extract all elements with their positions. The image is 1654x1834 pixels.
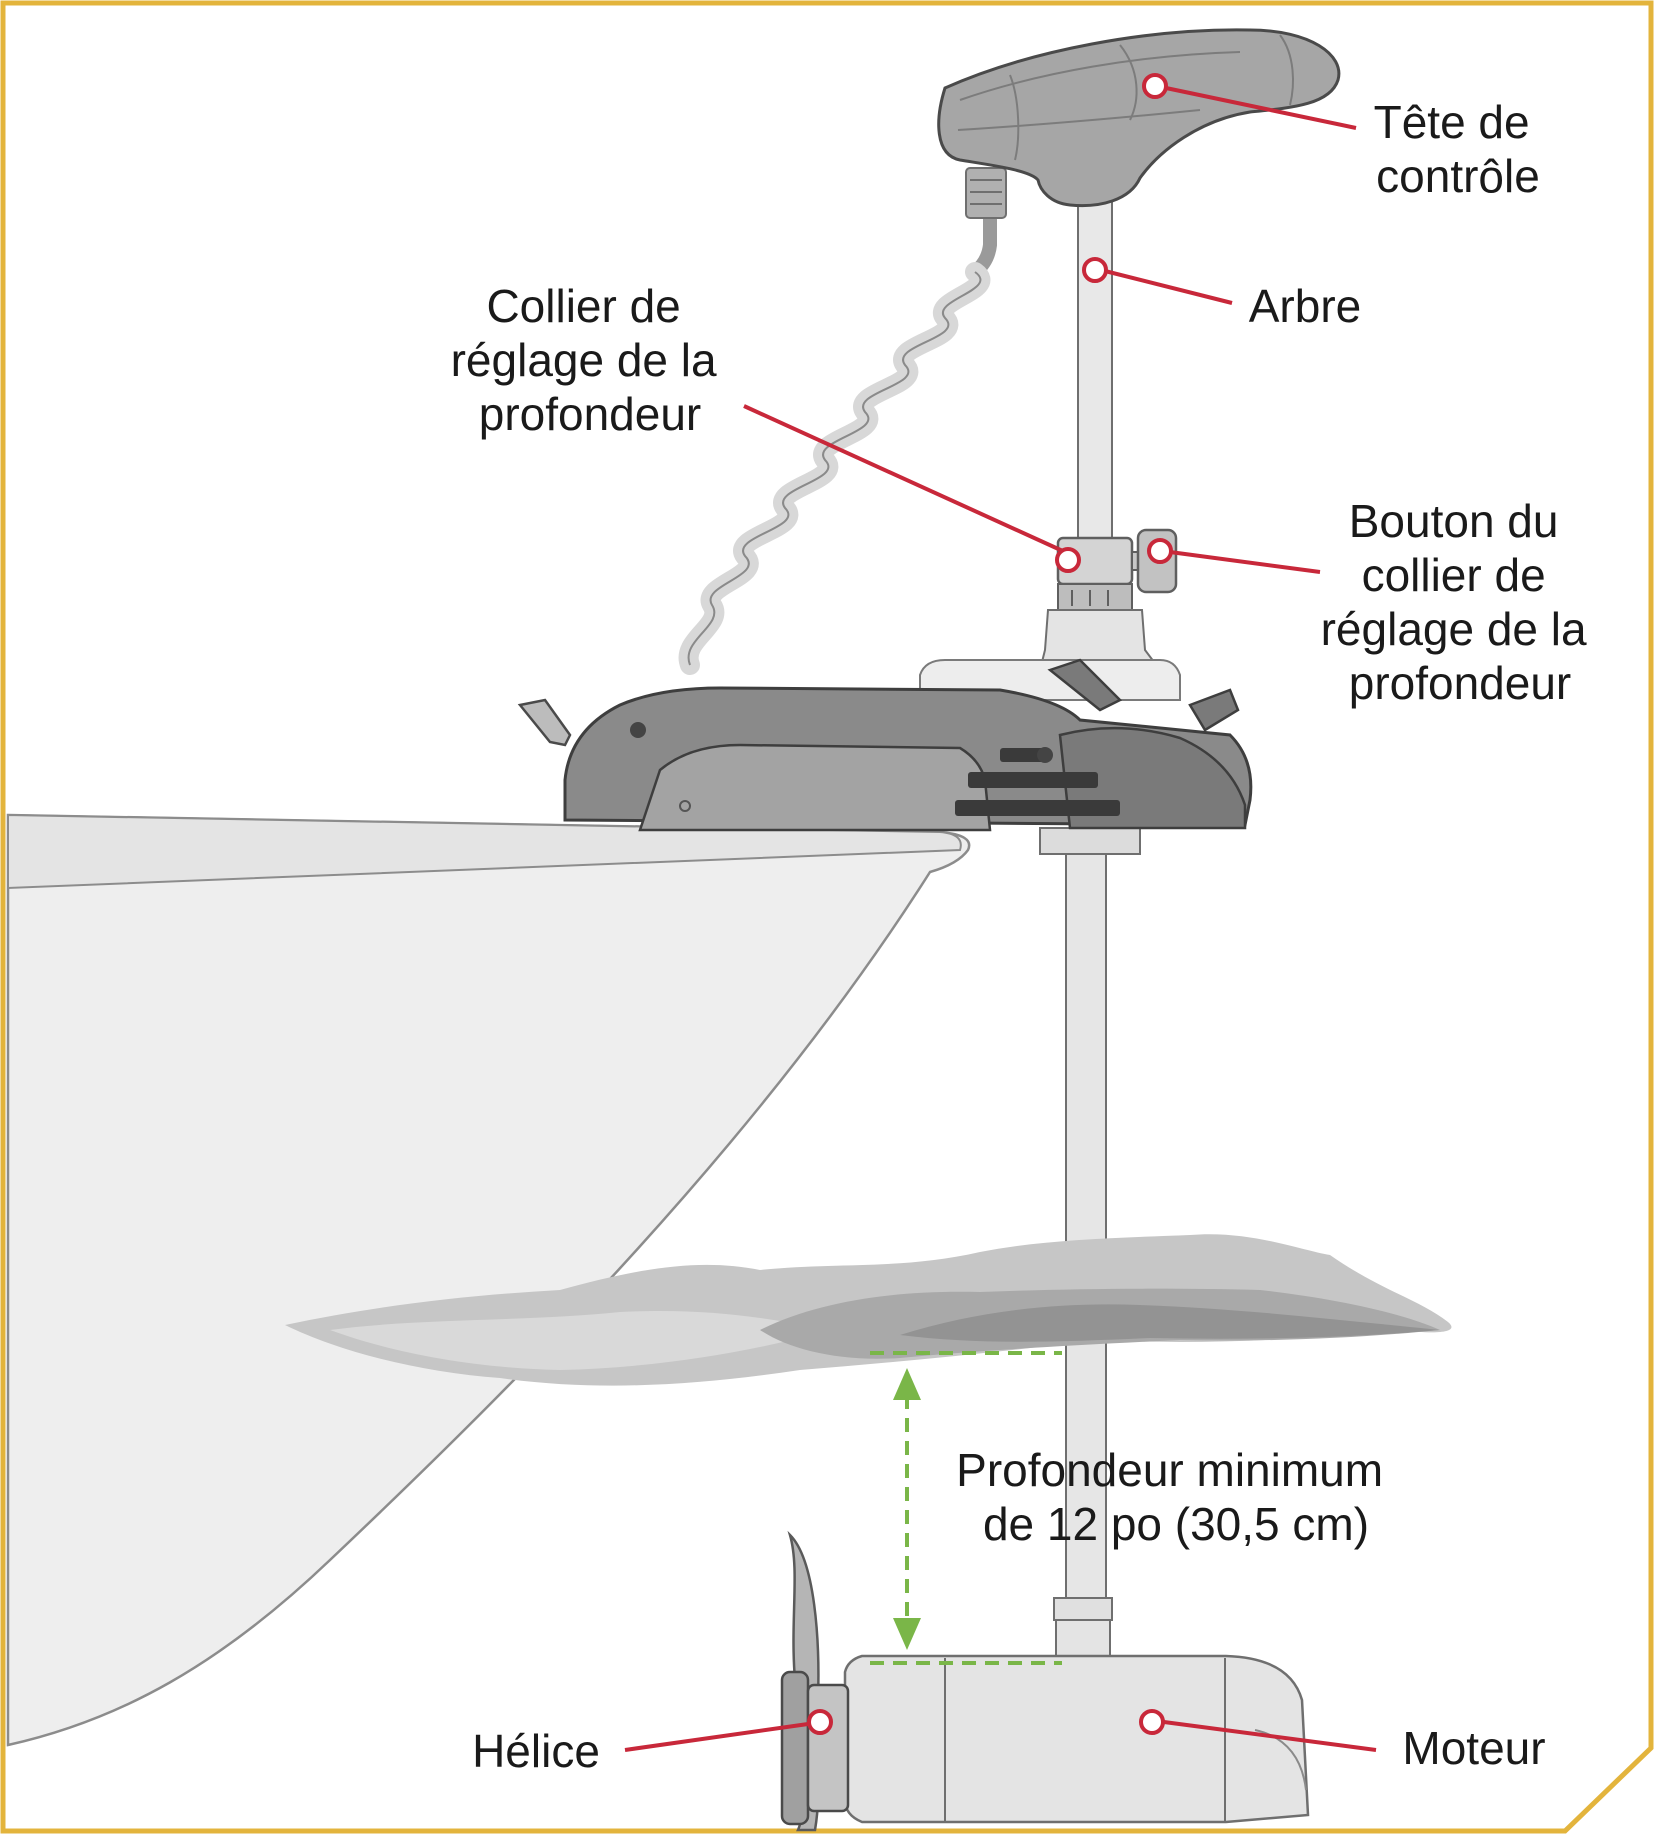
depth-collar bbox=[1056, 536, 1134, 611]
propeller bbox=[780, 1530, 850, 1832]
upper-shaft bbox=[1077, 199, 1113, 546]
label-depth-collar-knob: Bouton du collier de réglage de la profo… bbox=[1321, 495, 1600, 709]
label-shaft: Arbre bbox=[1249, 280, 1361, 332]
motor-body bbox=[843, 1654, 1310, 1824]
label-propeller: Hélice bbox=[472, 1725, 600, 1777]
callout-line-depth-collar-knob bbox=[1169, 550, 1321, 574]
callout-line-motor bbox=[1163, 1720, 1377, 1752]
label-motor: Moteur bbox=[1402, 1722, 1545, 1774]
min-depth-marker bbox=[870, 1351, 1062, 1665]
label-depth-collar: Collier de réglage de la profondeur bbox=[451, 280, 730, 440]
water-surface bbox=[285, 1234, 1452, 1386]
callout-dot-depth-collar-knob bbox=[1147, 538, 1173, 564]
callout-line-depth-collar bbox=[743, 404, 1066, 554]
callout-dot-control-head bbox=[1142, 73, 1168, 99]
callout-dot-motor bbox=[1139, 1709, 1165, 1735]
callout-line-propeller bbox=[624, 1722, 809, 1752]
label-min-depth: Profondeur minimum de 12 po (30,5 cm) bbox=[956, 1444, 1396, 1550]
callout-line-control-head bbox=[1165, 86, 1357, 130]
label-control-head: Tête de contrôle bbox=[1374, 96, 1543, 202]
callout-dots bbox=[807, 73, 1173, 1735]
callout-line-shaft bbox=[1100, 268, 1233, 305]
coiled-cable bbox=[678, 167, 1007, 675]
callout-dot-depth-collar bbox=[1055, 547, 1081, 573]
callout-lines bbox=[624, 86, 1377, 1752]
min-depth-arrow-up bbox=[893, 1368, 921, 1400]
min-depth-arrow-down bbox=[893, 1618, 921, 1650]
control-head bbox=[937, 28, 1341, 208]
boat-hull bbox=[6, 813, 971, 1747]
mount-body bbox=[517, 658, 1253, 832]
callout-dot-propeller bbox=[807, 1709, 833, 1735]
callout-dot-shaft bbox=[1082, 257, 1108, 283]
